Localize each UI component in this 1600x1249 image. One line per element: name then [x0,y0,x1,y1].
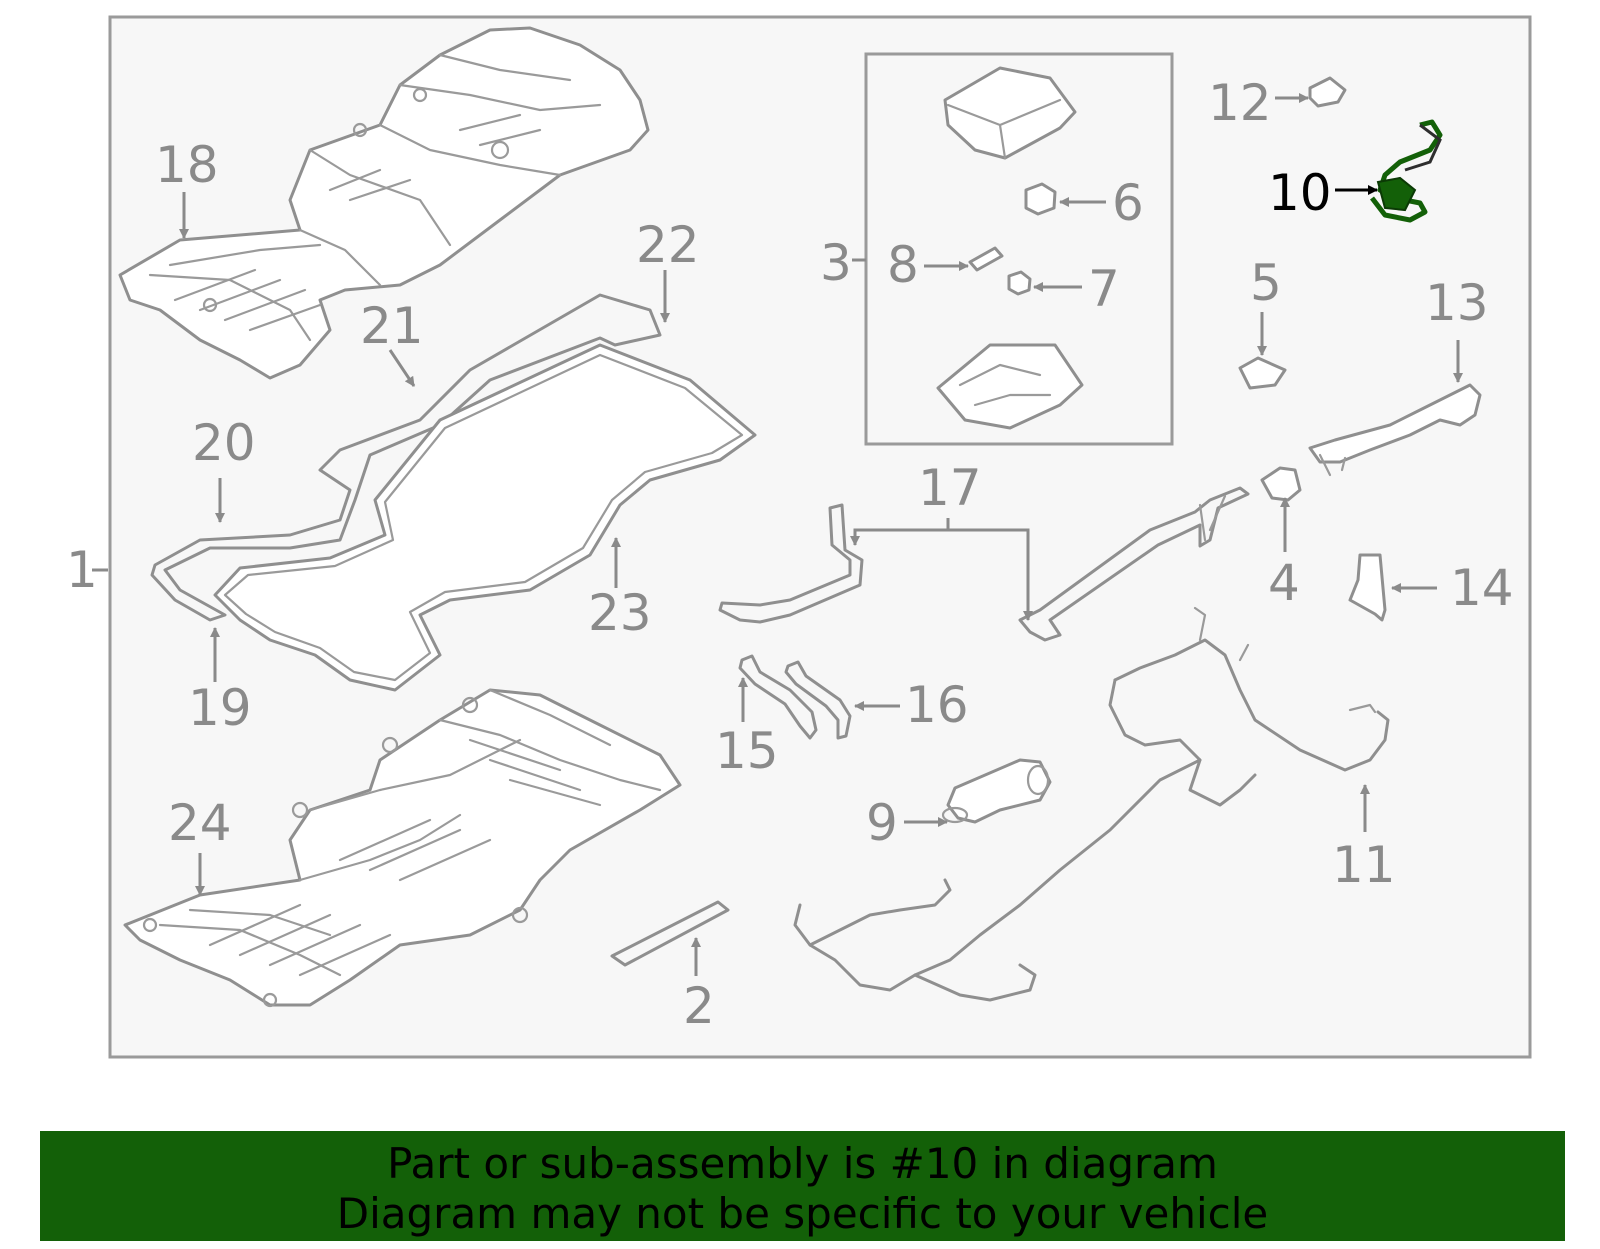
part-14-bracket [1348,553,1387,622]
label-2: 2 [683,977,715,1035]
part-5-cap [1238,356,1287,390]
banner-line-1: Part or sub-assembly is #10 in diagram [387,1139,1218,1188]
label-18: 18 [155,136,219,194]
group-3-box [864,52,1174,446]
label-5: 5 [1250,254,1282,312]
label-21: 21 [360,297,424,355]
part-4-clip [1260,466,1302,502]
part-9-capsule [941,758,1052,824]
part-23-tray-seal [213,343,757,692]
part-2-strip [610,900,730,967]
part-12-bracket [1308,76,1347,108]
part-10-highlighted [1370,119,1443,223]
part-21-gasket [150,293,662,622]
label-20: 20 [192,414,256,472]
label-11: 11 [1332,836,1396,894]
banner-line-2: Diagram may not be specific to your vehi… [336,1189,1269,1238]
label-4: 4 [1268,554,1300,612]
label-15: 15 [715,722,779,780]
label-12: 12 [1208,74,1272,132]
part-13-bracket [1308,383,1482,477]
label-8: 8 [887,236,919,294]
label-6: 6 [1112,174,1144,232]
label-24: 24 [168,794,232,852]
part-15-16-pipes [738,654,852,740]
label-17: 17 [918,459,982,517]
label-16: 16 [905,676,969,734]
label-3: 3 [820,234,852,292]
leader-lines [92,93,1463,976]
part-6-clip [1024,182,1057,216]
label-1: 1 [66,541,98,599]
label-10: 10 [1268,164,1332,222]
label-7: 7 [1088,260,1120,318]
part-11-harness [793,606,1390,1002]
part-7-clip [1007,270,1032,296]
part-3-box-top [943,66,1077,160]
label-19: 19 [188,679,252,737]
part-8-pin [968,246,1004,272]
label-13: 13 [1425,274,1489,332]
label-14: 14 [1450,559,1514,617]
label-23: 23 [588,584,652,642]
part-18-upper-cover [118,26,650,380]
part-17-tubes [718,486,1250,642]
label-9: 9 [866,794,898,852]
part-24-lower-tray [123,688,682,1008]
info-banner: Part or sub-assembly is #10 in diagram D… [40,1131,1565,1241]
part-3-box-bottom [936,343,1084,430]
label-22: 22 [636,216,700,274]
